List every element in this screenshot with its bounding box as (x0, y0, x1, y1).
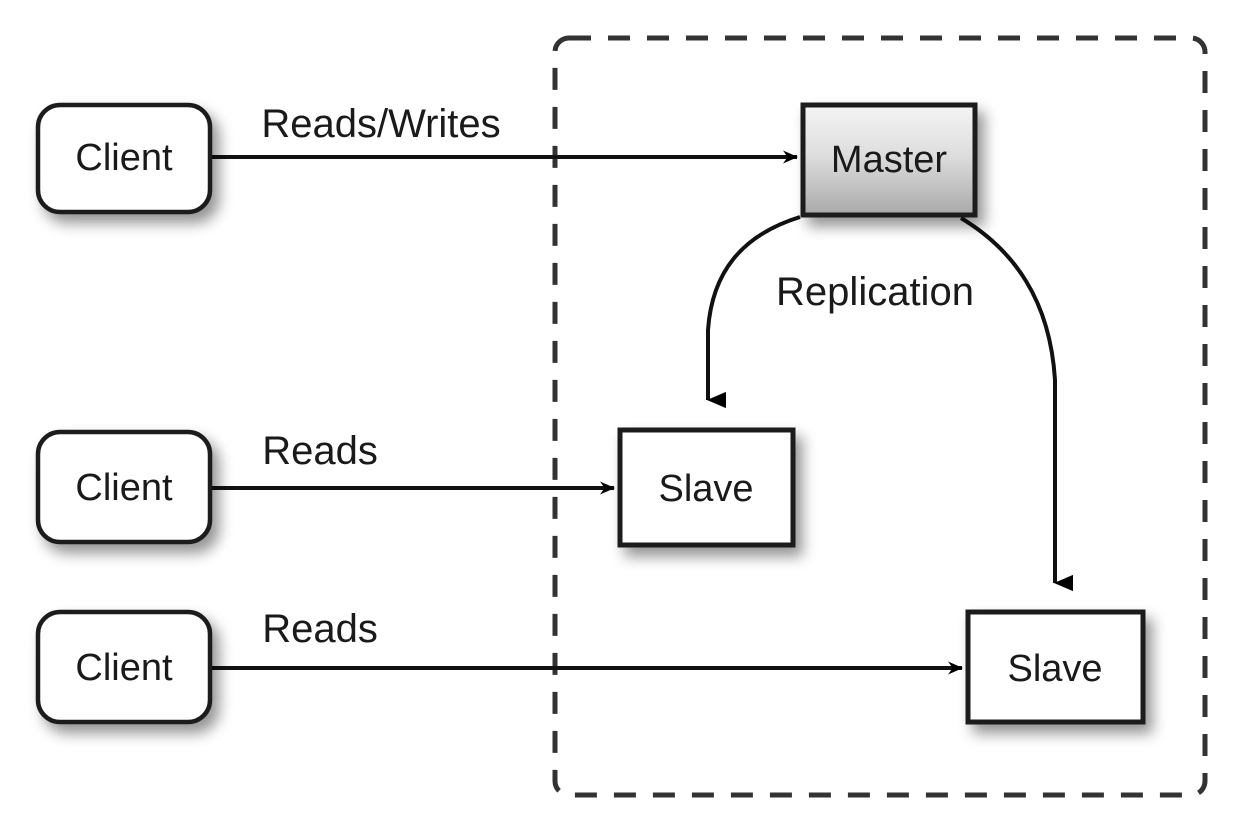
slave-2-box[interactable] (965, 609, 1146, 725)
edge-label-reads-1: Reads (262, 429, 378, 473)
node-slave-1[interactable]: Slave (617, 427, 796, 548)
edge-label-reads-writes: Reads/Writes (261, 102, 500, 146)
client-2-box[interactable] (35, 429, 213, 545)
master-label: Master (831, 139, 947, 181)
slave-1-box[interactable] (617, 427, 796, 548)
node-slave-2[interactable]: Slave (965, 609, 1146, 725)
client-2-label: Client (75, 467, 173, 509)
node-client-1[interactable]: Client (35, 102, 213, 215)
edge-master-slave2 (959, 216, 1073, 592)
node-master[interactable]: Master (800, 102, 978, 218)
edge-label-reads-2: Reads (262, 607, 378, 651)
edge-label-replication: Replication (776, 270, 974, 314)
edge-master-slave1 (706, 215, 801, 409)
client-3-box[interactable] (35, 609, 213, 725)
client-1-label: Client (75, 137, 173, 179)
slave-1-label: Slave (658, 468, 753, 510)
master-box[interactable] (800, 102, 978, 218)
node-client-3[interactable]: Client (35, 609, 213, 725)
client-1-box[interactable] (35, 102, 213, 215)
edge-master-slave2-curve (959, 216, 1073, 592)
edge-master-slave1-curve (706, 215, 801, 409)
slave-2-label: Slave (1007, 648, 1102, 690)
node-client-2[interactable]: Client (35, 429, 213, 545)
client-3-label: Client (75, 647, 173, 689)
